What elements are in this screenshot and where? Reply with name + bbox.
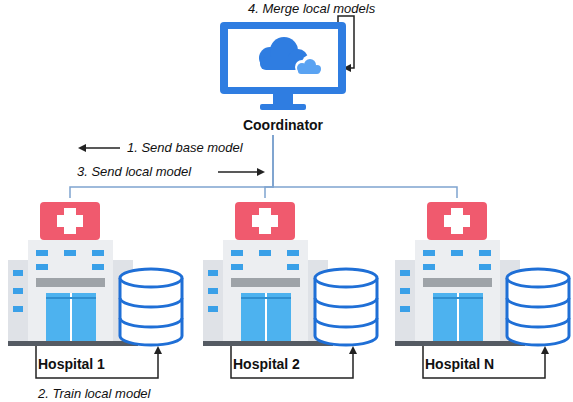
monitor-icon xyxy=(218,20,348,115)
step-label: 3. Send local model xyxy=(77,164,191,179)
node-label: Hospital N xyxy=(425,356,494,372)
step-label: 4. Merge local models xyxy=(248,1,375,16)
arrow-head xyxy=(78,144,86,152)
connector-line xyxy=(273,135,457,198)
node-label: Coordinator xyxy=(218,117,348,133)
hospital-icon xyxy=(203,198,383,383)
hospital-node: Hospital 1 xyxy=(8,198,188,383)
hospital-node: Hospital 2 xyxy=(203,198,383,383)
send-arrow xyxy=(84,147,120,149)
hospital-node: Hospital N xyxy=(395,198,573,383)
step-label: 2. Train local model xyxy=(38,386,150,401)
coordinator-node: Coordinator xyxy=(218,20,348,135)
connector-line xyxy=(265,135,273,198)
arrow-head xyxy=(257,168,265,176)
node-label: Hospital 1 xyxy=(38,356,105,372)
send-arrow xyxy=(218,171,258,173)
hospital-icon xyxy=(395,198,573,383)
hospital-icon xyxy=(8,198,188,383)
connector-line xyxy=(70,135,273,198)
node-label: Hospital 2 xyxy=(233,356,300,372)
step-label: 1. Send base model xyxy=(127,140,243,155)
